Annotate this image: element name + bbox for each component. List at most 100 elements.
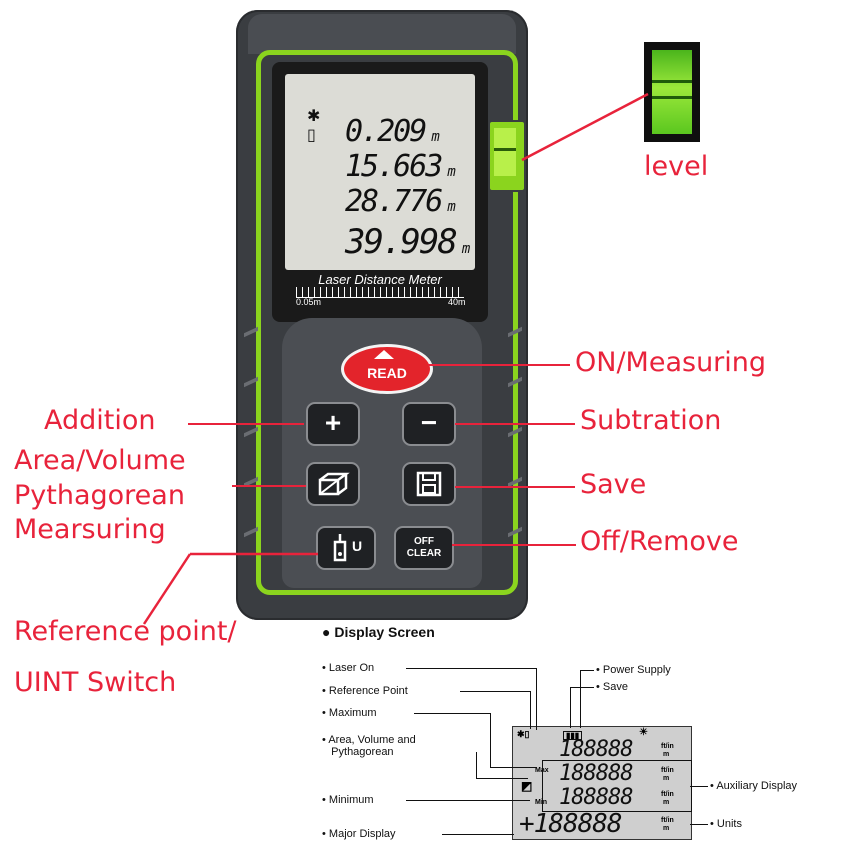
aux-display-bracket: [542, 760, 692, 812]
leader-line: [232, 485, 306, 487]
level-zoom-liquid: [652, 50, 692, 134]
floppy-disk-icon: [416, 471, 442, 497]
ds-leader: [530, 691, 531, 729]
ds-text: Major Display: [328, 828, 396, 840]
units-tag: m: [663, 799, 670, 806]
laser-reference-icon: ✱▯: [307, 106, 321, 144]
range-ruler: [296, 287, 464, 298]
major-display-digits: 188888: [533, 809, 623, 839]
reference-pointer-line: [142, 552, 318, 625]
device-green-frame: [256, 50, 518, 595]
ds-label-units: • Units: [710, 818, 742, 830]
ds-leader: [442, 834, 514, 835]
lcd-unit: m: [447, 199, 456, 215]
ds-label-area-volume-pythagorean: • Area, Volume and Pythagorean: [322, 734, 416, 758]
ds-leader: [536, 668, 537, 730]
ds-leader: [476, 778, 528, 779]
display-screen-title: ● Display Screen: [322, 624, 435, 640]
ds-leader: [490, 713, 491, 767]
device-top-cap: [248, 14, 516, 54]
ds-leader: [580, 670, 594, 671]
reference-unit-button[interactable]: U: [316, 526, 376, 570]
ds-text: Pythagorean: [331, 746, 394, 758]
label-level: level: [644, 151, 709, 182]
leader-line: [455, 486, 575, 488]
ds-label-maximum: • Maximum: [322, 707, 377, 719]
label-addition: Addition: [44, 405, 156, 436]
ds-leader: [570, 687, 571, 728]
leader-line: [428, 364, 570, 366]
brand-text: Laser Distance Meter: [318, 272, 442, 287]
ds-text: Auxiliary Display: [716, 780, 798, 792]
level-zoom-mark: [652, 96, 692, 99]
lcd-value: 0.209: [345, 114, 427, 149]
lcd-value: 39.998: [345, 222, 458, 262]
ds-label-save: • Save: [596, 681, 628, 693]
ds-text: Power Supply: [602, 664, 671, 676]
level-pointer-line: [521, 92, 649, 162]
bubble-level-liquid: [494, 128, 516, 176]
minus-button[interactable]: −: [402, 402, 456, 446]
area-volume-button[interactable]: [306, 462, 360, 506]
display-screen-title-text: Display Screen: [334, 624, 435, 640]
label-subtration: Subtration: [580, 405, 722, 436]
units-tag: m: [663, 775, 670, 782]
ds-leader: [476, 752, 477, 778]
max-tag: Max: [535, 767, 549, 774]
units-tag: m: [663, 751, 670, 758]
ds-leader: [460, 691, 530, 692]
ds-text: Maximum: [328, 707, 377, 719]
lcd-value: 28.776: [345, 184, 443, 219]
range-max: 40m: [448, 297, 466, 307]
min-tag: Min: [535, 799, 548, 806]
ds-label-auxiliary-display: • Auxiliary Display: [710, 780, 798, 792]
ds-text: Area, Volume and: [328, 734, 416, 746]
leader-line: [188, 423, 304, 425]
units-tag: ft/in: [661, 817, 674, 824]
ds-text: Save: [602, 681, 628, 693]
label-area-volume: Area/Volume: [14, 445, 186, 476]
area-volume-icon: [318, 472, 350, 496]
laser-on-icon: ✱▯: [517, 729, 530, 739]
lcd-unit: m: [461, 241, 471, 257]
label-save: Save: [580, 469, 647, 500]
aux-display-row-2: 188888: [559, 761, 633, 786]
power-supply-icon: ▮▮▮: [563, 731, 583, 740]
label-reference-point: Reference point/: [14, 616, 237, 647]
display-screen-diagram: ✱▯ ▮▮▮ ☀ 188888 ft/in m Max 188888 ft/in…: [512, 726, 692, 840]
label-on-measuring: ON/Measuring: [575, 347, 767, 378]
level-mark: [494, 148, 516, 151]
ds-label-reference-point: • Reference Point: [322, 685, 408, 697]
units-tag: ft/in: [661, 767, 674, 774]
ds-text: Reference Point: [328, 685, 408, 697]
area-volume-icon: ◩: [521, 779, 533, 793]
sun-icon: ☀: [639, 727, 648, 738]
label-off-remove: Off/Remove: [580, 526, 739, 557]
ds-label-power-supply: • Power Supply: [596, 664, 671, 676]
ds-leader: [690, 824, 708, 825]
reference-point-icon: [333, 534, 347, 562]
ds-leader: [580, 670, 581, 728]
aux-display-row-3: 188888: [559, 785, 633, 810]
lcd-value: 15.663: [345, 149, 443, 184]
units-tag: ft/in: [661, 743, 674, 750]
ds-leader: [414, 713, 490, 714]
level-zoom-mark: [652, 80, 692, 83]
ds-leader: [490, 767, 536, 768]
ds-leader: [406, 668, 536, 669]
range-min: 0.05m: [296, 297, 322, 307]
unit-key-label: U: [351, 538, 363, 554]
ds-leader: [406, 800, 530, 801]
plus-label: +: [324, 407, 342, 438]
save-button[interactable]: [402, 462, 456, 506]
label-mearsuring: Mearsuring: [14, 514, 166, 545]
ds-text: Minimum: [328, 794, 374, 806]
plus-button[interactable]: +: [306, 402, 360, 446]
off-clear-button[interactable]: OFF CLEAR: [394, 526, 454, 570]
ds-leader: [690, 786, 708, 787]
